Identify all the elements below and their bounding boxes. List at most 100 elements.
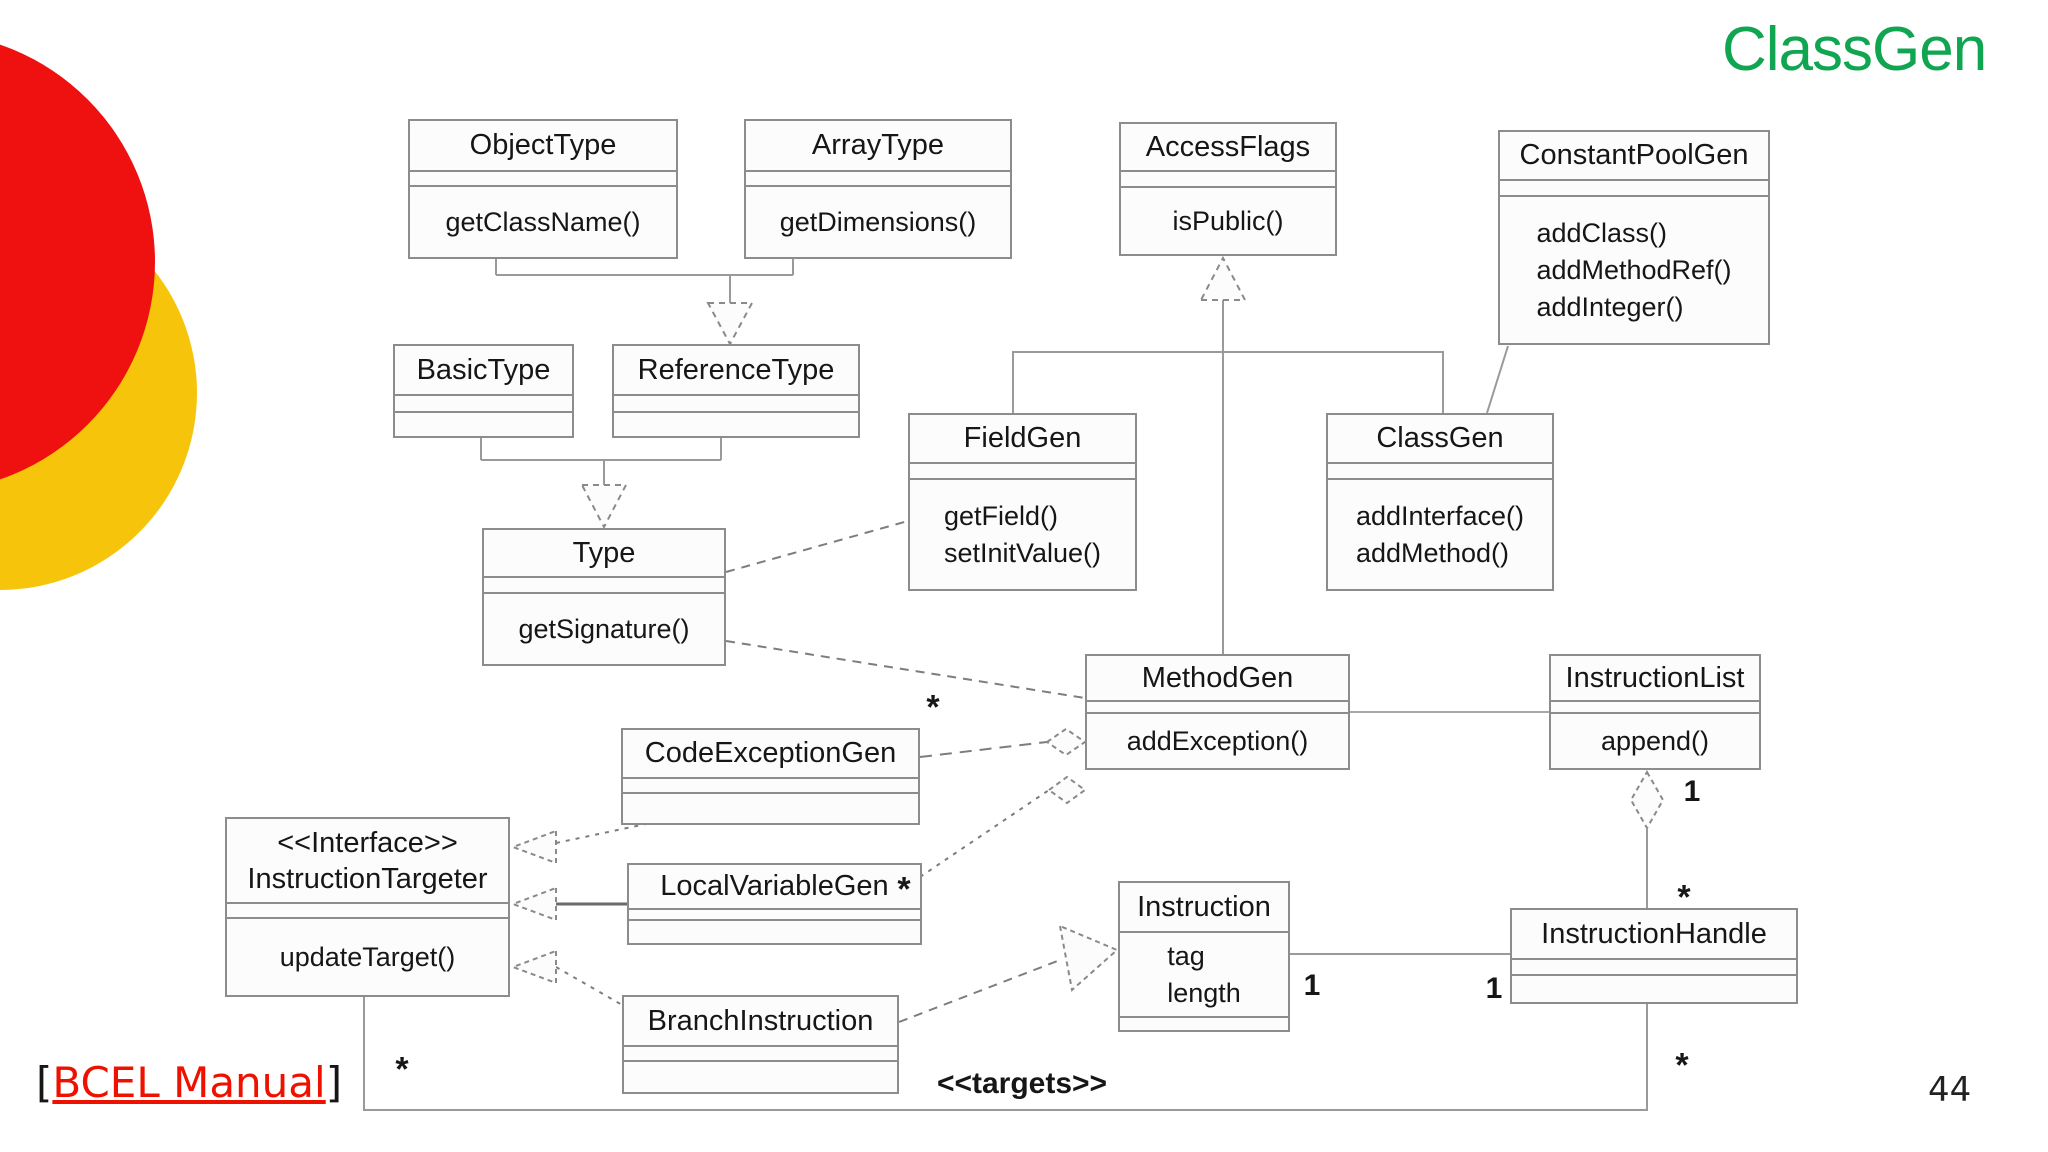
class-name: LocalVariableGen — [660, 870, 889, 902]
method-label: updateTarget() — [279, 941, 456, 972]
realize-localvariablegen-instructiontargeter — [510, 886, 627, 922]
dep-type-methodgen — [725, 640, 1086, 699]
class-instructionlist: InstructionList append() — [1549, 654, 1761, 770]
realize-branchinstruction-instructiontargeter — [510, 949, 625, 1007]
method-label: getField() — [943, 500, 1058, 531]
gen-gens-to-accessflags — [1012, 255, 1444, 654]
attributes-compartment — [227, 902, 508, 917]
assoc-constantpoolgen-classgen — [1486, 345, 1509, 414]
agg-methodgen-codeexceptiongen — [919, 727, 1087, 758]
bcel-manual-reference: [BCEL Manual] — [36, 1058, 342, 1107]
attributes-compartment — [1500, 179, 1768, 195]
interface-instructiontargeter: <<Interface>> InstructionTargeter update… — [225, 817, 510, 997]
methods-compartment — [629, 919, 920, 943]
class-name: InstructionList — [1565, 661, 1745, 694]
multiplicity-instructionhandle-bottom: * — [1675, 1046, 1689, 1085]
method-label: addInteger() — [1536, 291, 1684, 322]
attributes-compartment — [910, 462, 1135, 478]
gen-branchinstruction-to-instruction — [898, 924, 1119, 1023]
page-number: 44 — [1928, 1070, 1972, 1110]
class-name: BasicType — [416, 353, 551, 386]
class-localvariablegen: LocalVariableGen — [627, 863, 922, 945]
class-fieldgen: FieldGen getField() setInitValue() — [908, 413, 1137, 591]
class-name: MethodGen — [1141, 661, 1294, 694]
class-instruction: Instruction tag length — [1118, 881, 1290, 1032]
method-label: append() — [1600, 725, 1710, 756]
methods-compartment — [1120, 1016, 1288, 1030]
method-label: getClassName() — [445, 206, 641, 237]
page-title: ClassGen — [1722, 15, 1987, 84]
class-methodgen: MethodGen addException() — [1085, 654, 1350, 770]
attributes-compartment — [614, 394, 858, 411]
multiplicity-targeter-star: * — [395, 1050, 409, 1089]
attribute-label: length — [1167, 977, 1241, 1008]
class-name: ConstantPoolGen — [1519, 139, 1749, 171]
attributes-compartment — [395, 394, 572, 411]
class-name: Type — [572, 536, 636, 569]
methods-compartment — [624, 1060, 897, 1092]
agg-methodgen-localvariablegen — [919, 775, 1087, 878]
class-constantpoolgen: ConstantPoolGen addClass() addMethodRef(… — [1498, 130, 1770, 345]
methods-compartment — [395, 411, 572, 436]
class-name: Instruction — [1137, 890, 1271, 923]
class-name: BranchInstruction — [647, 1004, 874, 1037]
attributes-compartment — [624, 1045, 897, 1060]
class-arraytype: ArrayType getDimensions() — [744, 119, 1012, 259]
bracket-close: ] — [325, 1058, 343, 1107]
multiplicity-localvariablegen: * — [897, 870, 911, 909]
method-label: addMethodRef() — [1536, 254, 1732, 285]
multiplicity-instructionhandle-one: 1 — [1485, 972, 1503, 1005]
assoc-targets-path — [363, 997, 1648, 1111]
class-instructionhandle: InstructionHandle — [1510, 908, 1798, 1004]
gen-objecttype-arraytype-to-referencetype — [495, 259, 794, 347]
multiplicity-codeexceptiongen: * — [926, 688, 940, 727]
attributes-compartment — [1121, 170, 1335, 186]
attributes-compartment — [623, 777, 918, 792]
bcel-manual-link[interactable]: BCEL Manual — [52, 1058, 326, 1107]
class-basictype: BasicType — [393, 344, 574, 438]
gen-basictype-referencetype-to-type — [480, 438, 722, 530]
method-label: getDimensions() — [779, 206, 977, 237]
attribute-label: tag — [1167, 940, 1205, 971]
stereotype-label: <<Interface>> — [277, 826, 458, 859]
methods-compartment — [614, 411, 858, 436]
class-name: AccessFlags — [1145, 130, 1311, 163]
class-name: ArrayType — [811, 129, 945, 161]
method-label: addInterface() — [1355, 500, 1525, 531]
method-label: isPublic() — [1172, 205, 1284, 236]
class-name: FieldGen — [963, 422, 1082, 454]
methods-compartment — [623, 792, 918, 823]
attributes-compartment — [746, 170, 1010, 185]
realize-codeexceptiongen-instructiontargeter — [510, 823, 647, 865]
bracket-open: [ — [36, 1058, 53, 1107]
attributes-compartment — [484, 576, 724, 592]
method-label: setInitValue() — [943, 537, 1102, 568]
attributes-compartment — [1328, 462, 1552, 478]
method-label: getSignature() — [518, 613, 690, 644]
class-name: ClassGen — [1376, 422, 1504, 454]
attributes-compartment — [410, 170, 676, 185]
class-objecttype: ObjectType getClassName() — [408, 119, 678, 259]
class-codeexceptiongen: CodeExceptionGen — [621, 728, 920, 825]
method-label: addException() — [1126, 725, 1309, 756]
class-accessflags: AccessFlags isPublic() — [1119, 122, 1337, 256]
multiplicity-instruction-one: 1 — [1303, 969, 1321, 1002]
method-label: addMethod() — [1355, 537, 1510, 568]
class-type: Type getSignature() — [482, 528, 726, 666]
class-branchinstruction: BranchInstruction — [622, 995, 899, 1094]
targets-stereotype-label: <<targets>> — [936, 1067, 1108, 1100]
attributes-compartment — [1551, 700, 1759, 712]
class-referencetype: ReferenceType — [612, 344, 860, 438]
methods-compartment — [1512, 974, 1796, 1002]
multiplicity-instructionhandle-top: * — [1677, 878, 1691, 917]
attributes-compartment — [629, 908, 920, 919]
class-name: InstructionTargeter — [247, 862, 488, 895]
class-name: ObjectType — [469, 129, 617, 161]
class-name: ReferenceType — [637, 353, 835, 386]
dep-type-fieldgen — [725, 520, 909, 573]
agg-instructionlist-instructionhandle — [1629, 769, 1665, 908]
method-label: addClass() — [1536, 217, 1667, 248]
class-classgen: ClassGen addInterface() addMethod() — [1326, 413, 1554, 591]
attributes-compartment — [1087, 700, 1348, 712]
